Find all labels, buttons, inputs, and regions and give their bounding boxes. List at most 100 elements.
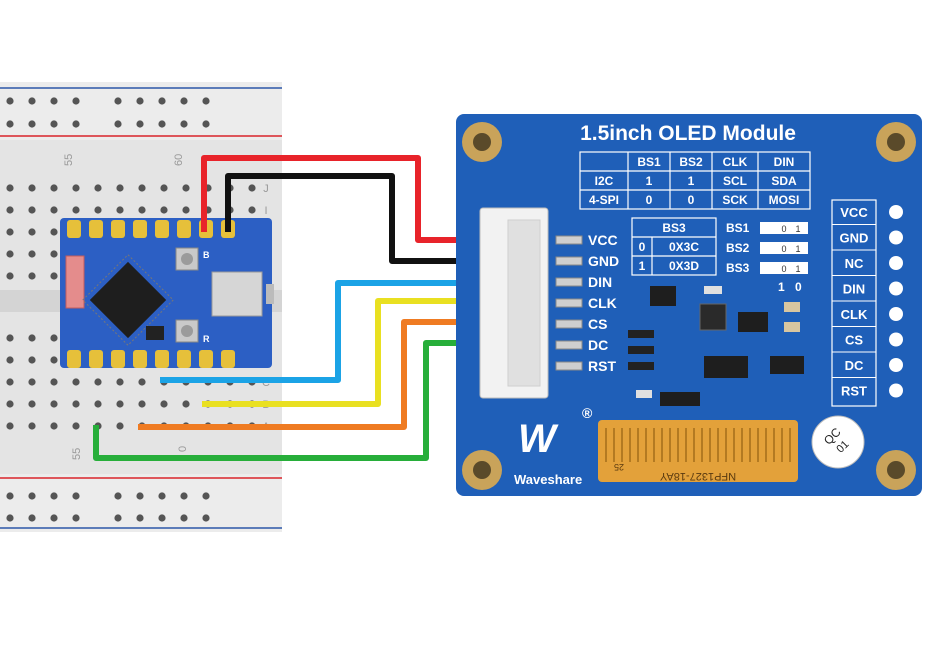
mode-table-header: CLK	[723, 155, 748, 169]
breadboard-hole	[136, 120, 144, 128]
breadboard-hole	[180, 514, 188, 522]
flex-cable-pin: 25	[614, 462, 624, 472]
mcu-pin-pad	[177, 350, 191, 368]
breadboard-hole	[50, 356, 58, 364]
mode-table-cell: 1	[646, 174, 653, 188]
breadboard-hole	[160, 206, 168, 214]
jumper-zero-label: 0	[795, 280, 802, 294]
connector-pins	[555, 235, 583, 371]
side-pin-label: CLK	[841, 307, 868, 322]
breadboard-hole	[114, 120, 122, 128]
pin-label: DC	[588, 337, 608, 353]
flex-cable-traces	[605, 428, 791, 462]
mode-table-cell: SCK	[722, 193, 748, 207]
breadboard-hole	[6, 400, 14, 408]
breadboard-hole	[94, 400, 102, 408]
breadboard-hole	[94, 184, 102, 192]
breadboard-hole	[158, 492, 166, 500]
mcu-pin-pad	[67, 350, 81, 368]
breadboard-hole	[28, 378, 36, 386]
breadboard-hole	[116, 400, 124, 408]
mode-table-header: DIN	[774, 155, 795, 169]
connector-pin	[555, 361, 583, 371]
pin-label: VCC	[588, 232, 618, 248]
jumper-value: 0	[781, 264, 786, 274]
breadboard-hole	[136, 514, 144, 522]
side-pin-hole	[889, 205, 903, 219]
col-number: 55	[71, 448, 83, 460]
mcu-board: B R	[60, 218, 274, 368]
mode-table-cell: I2C	[595, 174, 614, 188]
jumper-value: 1	[795, 264, 800, 274]
breadboard-hole	[50, 228, 58, 236]
pin-label: DIN	[588, 274, 612, 290]
side-pin-label: NC	[845, 256, 864, 271]
breadboard-hole	[114, 97, 122, 105]
side-pin-hole	[889, 307, 903, 321]
side-pin-hole	[889, 332, 903, 347]
mcu-pin-pad	[177, 220, 191, 238]
pin-label: RST	[588, 358, 616, 374]
breadboard-hole	[72, 514, 80, 522]
bs-selector-label: BS1	[726, 221, 750, 235]
side-pin-hole	[889, 358, 903, 372]
breadboard-hole	[72, 422, 80, 430]
pin-label: CLK	[588, 295, 617, 311]
breadboard-hole	[136, 97, 144, 105]
bs3-table-header: BS3	[662, 221, 686, 235]
breadboard-hole	[6, 97, 14, 105]
breadboard-hole	[50, 206, 58, 214]
breadboard-hole	[202, 492, 210, 500]
breadboard-hole	[72, 184, 80, 192]
breadboard-hole	[248, 206, 256, 214]
brand-name: Waveshare	[514, 472, 582, 487]
col-number: 60	[173, 154, 185, 166]
breadboard-hole	[50, 378, 58, 386]
breadboard-hole	[50, 422, 58, 430]
flex-cable-code: NFP1327-18AY	[659, 470, 736, 482]
breadboard-hole	[28, 97, 36, 105]
breadboard-hole	[28, 514, 36, 522]
breadboard-hole	[28, 272, 36, 280]
reset-label: R	[203, 334, 210, 344]
qc-badge	[811, 415, 865, 469]
breadboard-hole	[6, 250, 14, 258]
side-pin-hole	[889, 281, 903, 296]
mcu-chip	[82, 254, 174, 346]
breadboard-hole	[114, 492, 122, 500]
connector-pin	[555, 340, 583, 350]
mcu-pin-pad	[199, 350, 213, 368]
breadboard-hole	[248, 184, 256, 192]
smd-components	[628, 286, 804, 406]
breadboard-hole	[202, 514, 210, 522]
side-pin-hole	[889, 256, 903, 270]
breadboard-hole	[50, 97, 58, 105]
mode-table-cell: 1	[688, 174, 695, 188]
breadboard-hole	[160, 184, 168, 192]
bs3-table-cell: 0	[639, 240, 646, 254]
breadboard-hole	[72, 97, 80, 105]
breadboard-hole	[138, 378, 146, 386]
breadboard-hole	[158, 97, 166, 105]
mcu-pin-pad	[133, 350, 147, 368]
mode-table-cell: MOSI	[769, 193, 800, 207]
mcu-small-chip	[146, 326, 164, 340]
mode-table-cell: SDA	[771, 174, 797, 188]
mcu-pin-pad	[111, 350, 125, 368]
bottom-power-rail	[0, 474, 282, 532]
connector-pin	[555, 319, 583, 329]
wire-din	[160, 280, 560, 383]
breadboard-hole	[72, 120, 80, 128]
breadboard-hole	[182, 184, 190, 192]
breadboard-hole	[72, 492, 80, 500]
mcu-pin-pad	[221, 350, 235, 368]
breadboard-hole	[28, 422, 36, 430]
breadboard-hole	[182, 400, 190, 408]
breadboard-hole	[72, 206, 80, 214]
breadboard-hole	[6, 334, 14, 342]
connector-pin	[555, 277, 583, 287]
row-letter: I	[264, 205, 267, 217]
breadboard-hole	[50, 492, 58, 500]
breadboard-hole	[114, 514, 122, 522]
